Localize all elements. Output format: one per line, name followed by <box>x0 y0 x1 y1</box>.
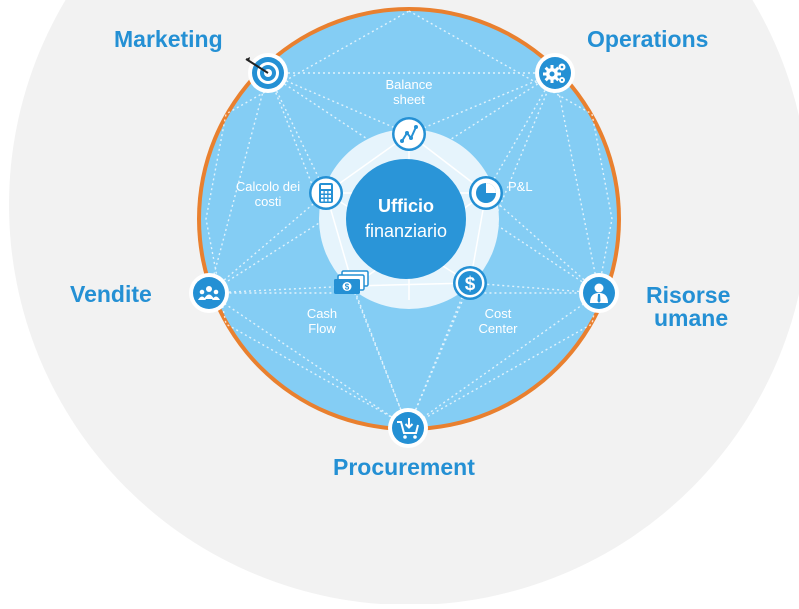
function-label-cash-line2: Flow <box>308 321 336 336</box>
department-label-risorse-line2: umane <box>654 305 729 331</box>
function-label-balance-line1: Balance <box>385 77 433 92</box>
function-label-balance-line2: sheet <box>393 92 425 107</box>
function-label-cash-line1: Cash <box>306 306 338 321</box>
target-icon <box>245 53 288 93</box>
department-label-marketing: Marketing <box>114 26 223 52</box>
function-label-cost-line1: Cost <box>484 306 512 321</box>
person-icon <box>579 273 619 313</box>
cart-icon <box>388 408 428 448</box>
department-label-operations: Operations <box>587 26 709 52</box>
team-icon <box>189 273 229 313</box>
dollar-icon: $ <box>453 266 487 300</box>
center-subtitle: finanziario <box>364 221 448 241</box>
gears-icon <box>535 53 575 93</box>
department-label-procurement: Procurement <box>333 454 475 480</box>
cash-icon: $ <box>334 270 369 294</box>
calculator-icon <box>309 176 343 210</box>
trend-line-icon <box>392 117 426 151</box>
center-circle <box>346 159 466 279</box>
function-label-pl: P&L <box>508 179 533 194</box>
department-label-vendite: Vendite <box>70 281 152 307</box>
pie-chart-icon <box>469 176 503 210</box>
function-label-costi-line2: costi <box>254 194 282 209</box>
department-label-risorse-line1: Risorse <box>646 282 731 308</box>
center-title: Ufficio <box>378 196 434 216</box>
svg-text:$: $ <box>345 283 350 292</box>
svg-text:$: $ <box>465 274 476 295</box>
function-label-costi-line1: Calcolo dei <box>235 179 301 194</box>
function-label-cost-line2: Center <box>478 321 518 336</box>
